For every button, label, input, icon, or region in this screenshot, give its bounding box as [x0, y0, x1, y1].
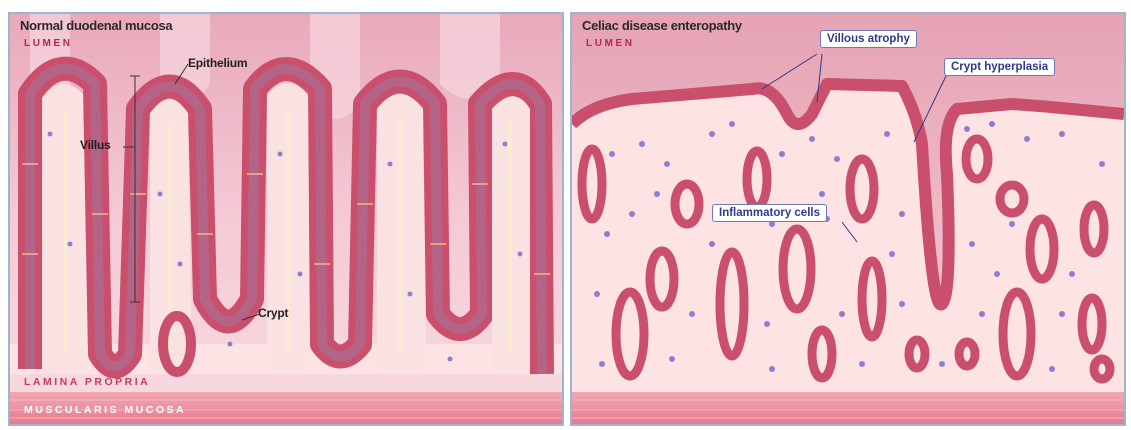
- normal-mucosa-illustration: [10, 14, 562, 424]
- muscularis-layer: [572, 392, 1124, 424]
- panel-title: Normal duodenal mucosa: [20, 18, 172, 33]
- celiac-enteropathy-panel: Celiac disease enteropathy LUMEN Villous…: [570, 12, 1126, 426]
- panel-title: Celiac disease enteropathy: [582, 18, 742, 33]
- villous-atrophy-callout: Villous atrophy: [820, 30, 917, 48]
- normal-mucosa-panel: Normal duodenal mucosa LUMEN Epithelium …: [8, 12, 564, 426]
- lamina-propria-label: LAMINA PROPRIA: [24, 376, 150, 388]
- lumen-label: LUMEN: [24, 38, 73, 49]
- crypt-hyperplasia-callout: Crypt hyperplasia: [944, 58, 1055, 76]
- muscularis-mucosa-label: MUSCULARIS MUCOSA: [24, 404, 186, 416]
- villus-label: Villus: [80, 138, 111, 152]
- lamina-propria-layer: [572, 84, 1124, 394]
- inflammatory-cells-callout: Inflammatory cells: [712, 204, 827, 222]
- epithelium-label: Epithelium: [188, 56, 247, 70]
- lumen-label: LUMEN: [586, 38, 635, 49]
- crypt-label: Crypt: [258, 306, 288, 320]
